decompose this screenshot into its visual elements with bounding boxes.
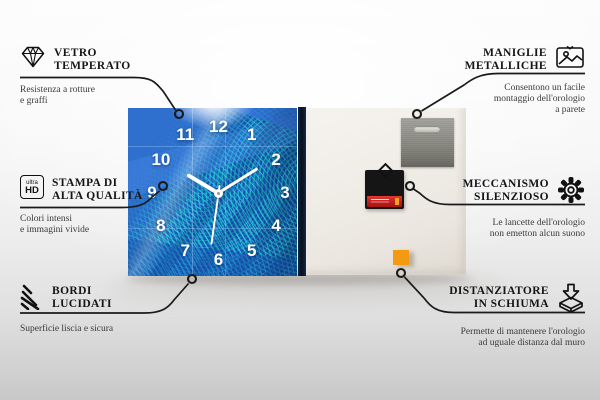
callout-title: DISTANZIATORE IN SCHIUMA	[449, 285, 549, 310]
callout-title: VETRO TEMPERATO	[54, 47, 131, 72]
battery	[367, 196, 402, 207]
callout-head: VETRO TEMPERATO	[20, 45, 195, 74]
callout-meccanismo-silenzioso: MECCANISMO SILENZIOSO Le l	[410, 176, 585, 240]
callout-vetro-temperato: VETRO TEMPERATO Resistenza a rotture e g…	[20, 45, 195, 107]
clock-mechanism	[365, 162, 404, 209]
callout-bordi-lucidati: BORDI LUCIDATI Superficie liscia e sicur…	[20, 283, 195, 335]
clock-number-11: 11	[176, 125, 195, 145]
callout-title: STAMPA DI ALTA QUALITÀ	[52, 177, 143, 202]
mechanism-hook	[377, 162, 394, 178]
hanger-slot	[414, 126, 440, 132]
callout-maniglie-metalliche: MANIGLIE METALLICHE Consentono un facile…	[410, 45, 585, 116]
picture-hanger-icon	[555, 45, 585, 74]
diamond-icon	[20, 45, 46, 74]
callout-head: MECCANISMO SILENZIOSO	[410, 176, 585, 209]
clock-number-4: 4	[271, 216, 281, 236]
clock-number-3: 3	[280, 183, 290, 202]
callout-title: MECCANISMO SILENZIOSO	[462, 178, 549, 203]
clock-number-6: 6	[213, 249, 224, 269]
clock-center-cap	[214, 188, 223, 198]
clock-number-8: 8	[156, 216, 166, 236]
battery-label-lines	[371, 199, 389, 200]
glass-side-edge	[298, 107, 306, 276]
callout-distanziatore-schiuma: DISTANZIATORE IN SCHIUMA Permette di man…	[410, 283, 585, 349]
callout-subtitle: Colori intensi e immagini vivide	[20, 214, 90, 235]
clock-number-12: 12	[209, 116, 228, 136]
metal-hanger-plate	[401, 118, 454, 167]
callout-title: BORDI LUCIDATI	[52, 285, 112, 310]
foam-spacer-icon	[557, 283, 585, 318]
polished-edge-icon	[20, 283, 44, 315]
callout-head: DISTANZIATORE IN SCHIUMA	[410, 283, 585, 318]
clock-number-7: 7	[180, 240, 190, 260]
callout-subtitle: Permette di mantenere l'orologio ad ugua…	[460, 327, 585, 348]
callout-subtitle: Le lancette dell'orologio non emetton al…	[489, 218, 585, 239]
foam-spacer	[393, 250, 409, 265]
clock-number-2: 2	[271, 149, 281, 169]
clock-back-panel	[306, 108, 466, 275]
clock-number-1: 1	[247, 125, 257, 145]
clock-number-5: 5	[247, 240, 257, 260]
callout-subtitle: Superficie liscia e sicura	[20, 324, 114, 334]
callout-subtitle: Consentono un facile montaggio dell'orol…	[493, 83, 585, 115]
gear-icon	[557, 176, 585, 209]
clock-number-10: 10	[151, 149, 171, 169]
battery-contact	[395, 198, 399, 205]
callout-title: MANIGLIE METALLICHE	[464, 47, 547, 72]
callout-head: BORDI LUCIDATI	[20, 283, 195, 315]
callout-subtitle: Resistenza a rotture e graffi	[20, 85, 95, 106]
callout-head: MANIGLIE METALLICHE	[410, 45, 585, 74]
